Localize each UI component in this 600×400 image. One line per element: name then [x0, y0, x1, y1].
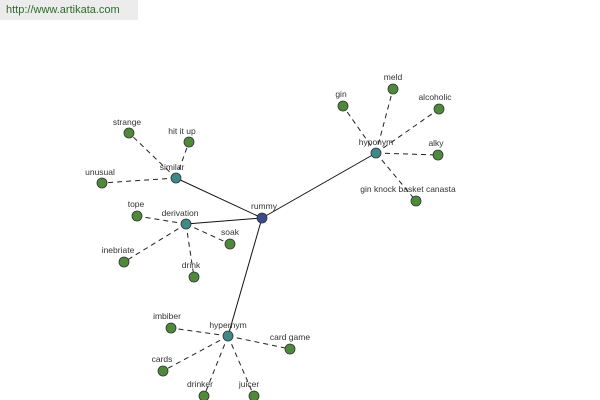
- leaf-node-tope[interactable]: [131, 210, 143, 222]
- category-label-derivation[interactable]: derivation: [162, 208, 199, 218]
- leaf-label-soak[interactable]: soak: [221, 227, 240, 237]
- root-label-rummy[interactable]: rummy: [251, 201, 278, 211]
- source-link[interactable]: http://www.artikata.com: [0, 0, 138, 20]
- leaf-label-card-game[interactable]: card game: [270, 332, 310, 342]
- leaf-label-imbiber[interactable]: imbiber: [153, 311, 181, 321]
- leaf-node-gin[interactable]: [337, 100, 349, 112]
- leaf-label-cards[interactable]: cards: [152, 354, 173, 364]
- leaf-node-gin-knock-basket-canasta[interactable]: [410, 195, 422, 207]
- edge-hyponym-gin-knock-basket-canasta: [375, 152, 417, 202]
- root-node-rummy[interactable]: [256, 212, 268, 224]
- edge-derivation-soak: [185, 223, 231, 245]
- edge-hyponym-alky: [375, 152, 439, 156]
- edge-similar-strange: [128, 132, 177, 179]
- edge-hypernym-drinker: [203, 335, 229, 397]
- category-node-similar[interactable]: [170, 172, 182, 184]
- leaf-node-drink[interactable]: [188, 271, 200, 283]
- leaf-node-strange[interactable]: [123, 127, 135, 139]
- leaf-label-gin[interactable]: gin: [335, 89, 347, 99]
- category-node-hypernym[interactable]: [222, 330, 234, 342]
- edge-hyponym-meld: [375, 88, 394, 154]
- leaf-node-hit-it-up[interactable]: [183, 136, 195, 148]
- edge-hypernym-juicer: [227, 335, 255, 397]
- graph-nodes: [96, 83, 445, 400]
- edge-similar-unusual: [101, 177, 177, 184]
- edge-similar-hit-it-up: [175, 141, 190, 179]
- category-node-hyponym[interactable]: [370, 147, 382, 159]
- leaf-label-drinker[interactable]: drinker: [187, 379, 213, 389]
- leaf-label-juicer[interactable]: juicer: [238, 379, 259, 389]
- leaf-label-unusual[interactable]: unusual: [85, 167, 115, 177]
- leaf-label-inebriate[interactable]: inebriate: [102, 245, 135, 255]
- edge-hypernym-imbiber: [170, 327, 229, 337]
- leaf-node-alky[interactable]: [432, 149, 444, 161]
- leaf-node-card-game[interactable]: [284, 343, 296, 355]
- edge-rummy-derivation: [185, 217, 263, 225]
- leaf-label-alcoholic[interactable]: alcoholic: [418, 92, 452, 102]
- category-label-hypernym[interactable]: hypernym: [209, 320, 246, 330]
- leaf-node-juicer[interactable]: [248, 390, 260, 400]
- leaf-label-meld[interactable]: meld: [384, 72, 403, 82]
- leaf-node-meld[interactable]: [387, 83, 399, 95]
- leaf-node-inebriate[interactable]: [118, 256, 130, 268]
- leaf-label-tope[interactable]: tope: [128, 199, 145, 209]
- edge-hypernym-cards: [162, 335, 229, 372]
- leaf-node-soak[interactable]: [224, 238, 236, 250]
- graph-labels: strange hit it up unusual similar tope soak in…: [85, 72, 456, 389]
- category-label-hyponym[interactable]: hyponym: [359, 137, 394, 147]
- leaf-label-hit-it-up[interactable]: hit it up: [168, 126, 196, 136]
- edge-rummy-hyponym: [261, 152, 377, 219]
- leaf-node-cards[interactable]: [157, 365, 169, 377]
- leaf-node-imbiber[interactable]: [165, 322, 177, 334]
- edge-hyponym-gin: [342, 105, 377, 154]
- leaf-label-alky[interactable]: alky: [428, 138, 444, 148]
- leaf-node-alcoholic[interactable]: [433, 103, 445, 115]
- leaf-label-gin-knock-basket-canasta[interactable]: gin knock basket canasta: [360, 184, 456, 194]
- edge-rummy-hypernym: [227, 217, 263, 337]
- leaf-node-unusual[interactable]: [96, 177, 108, 189]
- edge-derivation-inebriate: [123, 223, 187, 263]
- leaf-label-strange[interactable]: strange: [113, 117, 142, 127]
- edge-hyponym-alcoholic: [375, 108, 440, 154]
- leaf-node-drinker[interactable]: [198, 390, 210, 400]
- edge-hypernym-card-game: [227, 335, 291, 350]
- category-label-similar[interactable]: similar: [160, 162, 185, 172]
- graph-edges: [101, 88, 440, 397]
- edge-rummy-similar: [175, 177, 263, 219]
- leaf-label-drink[interactable]: drink: [182, 260, 201, 270]
- category-node-derivation[interactable]: [180, 218, 192, 230]
